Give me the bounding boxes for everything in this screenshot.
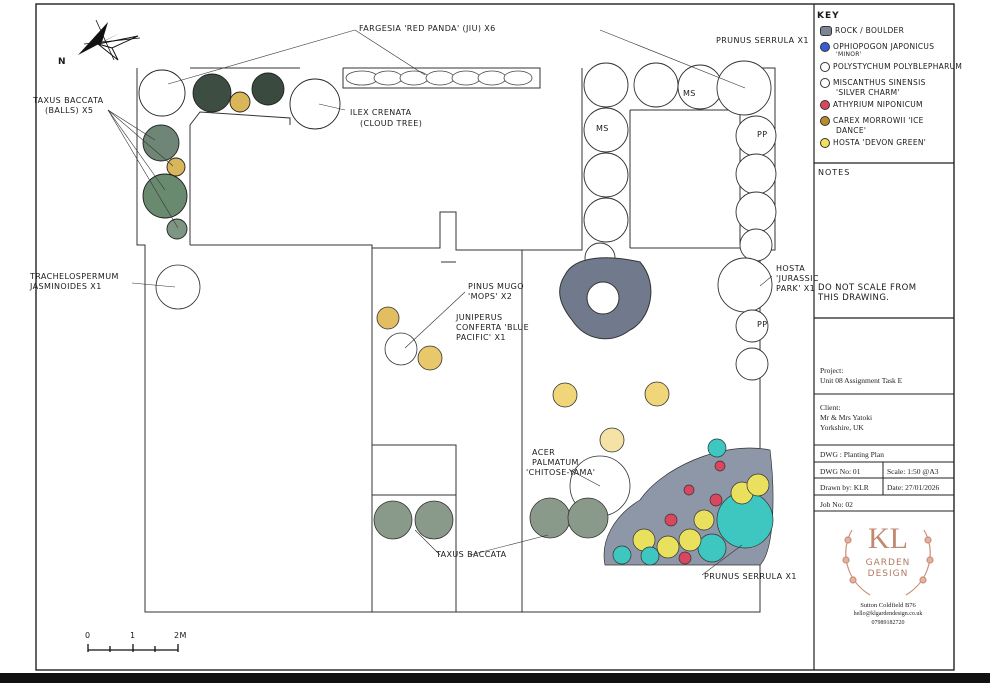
phone: 07989182720 [871, 620, 905, 626]
client-location: Yorkshire, UK [820, 423, 864, 432]
label-juniperus-3: Pacific' x1 [456, 333, 506, 342]
athyrium-dot-icon [820, 100, 830, 110]
label-hosta-3: Park' x1 [776, 284, 816, 293]
hosta-dot-icon [820, 138, 830, 148]
label-pinus-1: Pinus mugo [468, 282, 524, 291]
scale-tick-0: 0 [85, 631, 91, 640]
label-fargesia: Fargesia 'Red Panda' (Jiu) x6 [359, 24, 496, 33]
label-acer-1: Acer [532, 448, 556, 457]
project-label: Project: [820, 366, 844, 375]
rock-feature [559, 257, 652, 340]
label-prunus-top: Prunus serrula x1 [716, 36, 809, 45]
key-item-carex-sub: Dance' [836, 126, 867, 135]
label-leaders [107, 29, 773, 576]
bottom-edge-bar [0, 673, 990, 683]
notes-line-1: DO NOT SCALE FROM [818, 283, 917, 293]
logo-line-2: DESIGN [867, 569, 909, 579]
label-hosta-2: 'Jurassic [776, 274, 819, 283]
key-item-polystichum: Polystychum polyblepharum [820, 62, 962, 72]
key-item-hosta: Hosta 'Devon Green' [820, 138, 926, 148]
dwg-title: DWG : Planting Plan [820, 450, 884, 459]
address: Sutton Coldfield B76 [860, 602, 916, 609]
key-item-carex: Carex morrowii 'Ice [820, 116, 924, 126]
project-value: Unit 08 Assignment Task E [820, 376, 903, 385]
ophiopogon-dot-icon [820, 42, 830, 52]
label-taxus-balls-2: (balls) x5 [45, 106, 94, 115]
dwg-scale: Scale: 1:50 @A3 [887, 467, 939, 476]
miscanthus-ring-icon [820, 78, 830, 88]
key-item-ophiopogon-sub: 'Minor' [836, 51, 862, 58]
bottom-right-bed [603, 438, 774, 566]
scale-tick-1: 1 [130, 631, 136, 640]
carex-dot-icon [820, 116, 830, 126]
key-item-athyrium: Athyrium niponicum [820, 100, 923, 110]
label-juniperus-1: Juniperus [456, 313, 503, 322]
fargesia-row [345, 70, 533, 86]
label-north: N [58, 57, 66, 67]
drawing-frame [35, 3, 955, 671]
client-value: Mr & Mrs Yatoki [820, 413, 873, 422]
label-acer-3: 'Chitose-Yama' [526, 468, 596, 477]
label-ms-left: MS [596, 124, 609, 133]
label-acer-2: palmatum [532, 458, 579, 467]
key-item-miscanthus-sub: 'Silver Charm' [836, 88, 900, 97]
key-item-ophiopogon: Ophiopogon japonicus [820, 42, 934, 52]
key-item-rock: Rock / Boulder [820, 26, 904, 36]
label-pp-1: PP [757, 130, 768, 139]
label-ilex-1: Ilex crenata [350, 108, 412, 117]
label-pinus-2: 'Mops' x2 [468, 292, 513, 301]
drawing-date: Date: 27/01/2026 [887, 483, 940, 492]
logo-line-1: GARDEN [865, 558, 911, 568]
scale-tick-2: 2m [174, 631, 187, 640]
logo-monogram: KL [868, 522, 908, 555]
label-prunus-bottom: Prunus serrula x1 [704, 572, 797, 581]
email: hello@klgardendesign.co.uk [853, 611, 923, 617]
label-trachelospermum-2: jasminoides x1 [30, 282, 102, 291]
notes-line-2: THIS DRAWING. [818, 293, 890, 303]
job-no: Job No: 02 [820, 500, 853, 509]
polystichum-ring-icon [820, 62, 830, 72]
key-title: KEY [817, 11, 840, 21]
label-ilex-2: (cloud tree) [360, 119, 423, 128]
center-planting [155, 264, 670, 540]
label-juniperus-2: conferta 'Blue [456, 323, 530, 332]
label-hosta-1: Hosta [776, 264, 806, 273]
miscanthus-columns [583, 60, 777, 381]
label-taxus-balls-1: Taxus baccata [33, 96, 104, 105]
label-ms-top: MS [683, 89, 696, 98]
rock-icon [820, 26, 832, 36]
label-trachelospermum-1: Trachelospermum [30, 272, 119, 281]
drawn-by: Drawn by: KLR [820, 483, 869, 492]
logo-wreath [842, 529, 934, 596]
dwg-no: DWG No: 01 [820, 467, 861, 476]
key-item-miscanthus: Miscanthus sinensis [820, 78, 926, 88]
client-label: Client: [820, 403, 841, 412]
label-pp-2: PP [757, 320, 768, 329]
label-taxus-bottom: Taxus baccata [436, 550, 507, 559]
scale-bar [87, 644, 179, 652]
north-arrow-icon [78, 19, 141, 61]
top-left-planting [138, 69, 341, 240]
notes-title: NOTES [818, 168, 851, 177]
